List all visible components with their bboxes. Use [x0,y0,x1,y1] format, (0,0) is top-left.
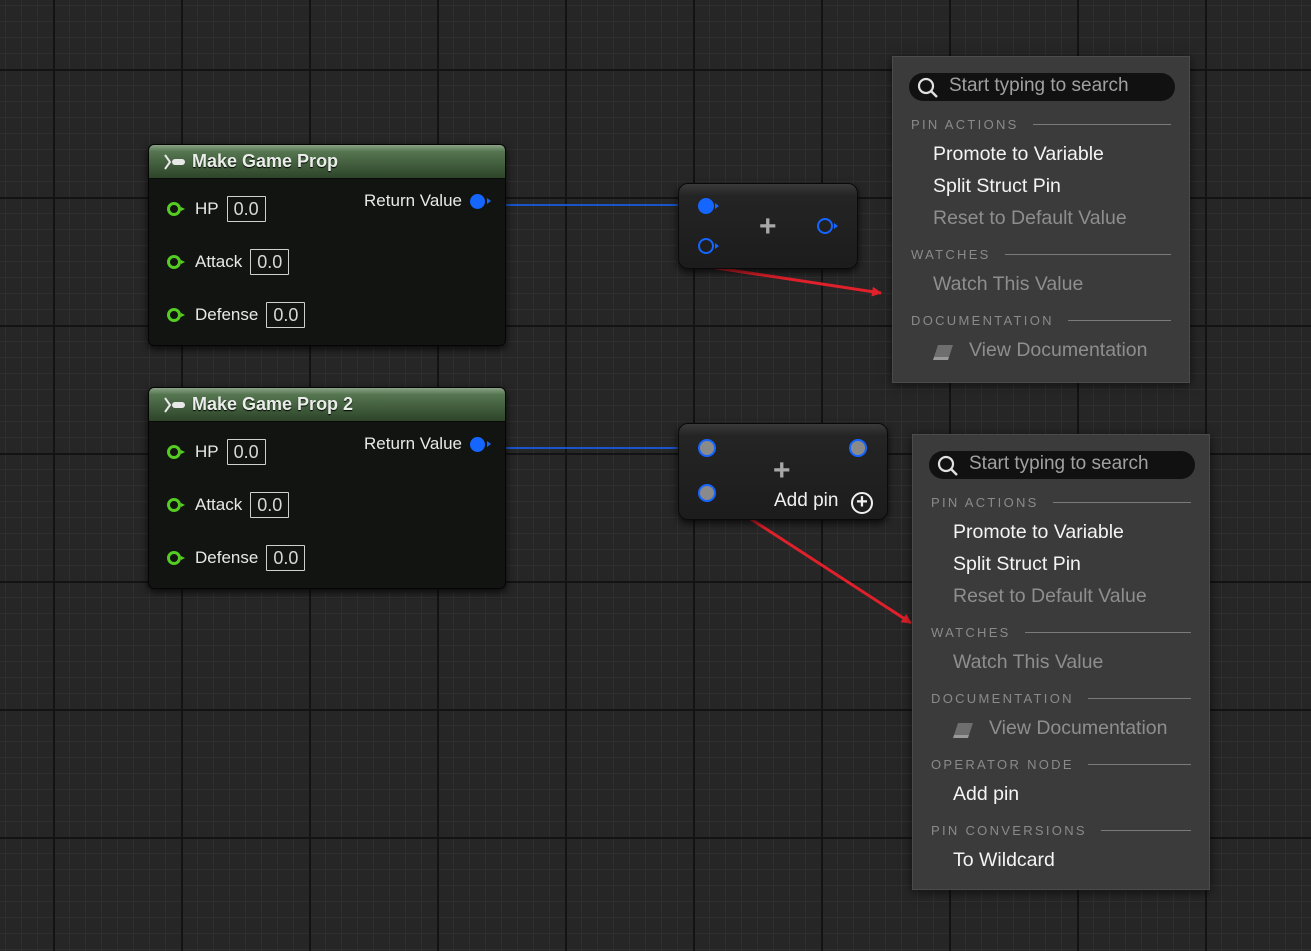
documentation-book-icon [953,723,973,738]
watch-this-value-item[interactable]: Watch This Value [933,273,1084,295]
make-game-prop-2-node[interactable]: Make Game Prop 2 HP 0.0 Attack 0.0 Defen… [148,387,506,589]
search-placeholder: Start typing to search [949,75,1129,96]
pin-row-hp: HP 0.0 [167,437,266,467]
struct-output-pin[interactable] [470,436,491,452]
pin-label: Attack [195,495,243,514]
view-documentation-item[interactable]: View Documentation [989,717,1168,739]
section-label: OPERATOR NODE [931,756,1074,772]
float-input-pin[interactable] [167,255,185,269]
section-pin-actions: PIN ACTIONS [931,494,1191,510]
section-divider [1087,697,1191,699]
pin-row-defense: Defense 0.0 [167,300,306,330]
operator-input-pin-b[interactable] [698,484,716,502]
split-struct-pin-item[interactable]: Split Struct Pin [953,553,1081,575]
section-label: WATCHES [911,246,991,262]
menu-search-box[interactable]: Start typing to search [929,451,1195,479]
split-struct-pin-item[interactable]: Split Struct Pin [933,175,1061,197]
section-watches: WATCHES [931,624,1191,640]
promote-to-variable-item[interactable]: Promote to Variable [933,143,1104,165]
pin-label: Attack [195,252,243,271]
attack-value-field[interactable]: 0.0 [250,249,290,275]
add-pin-label[interactable]: Add pin [774,490,839,511]
return-value-label: Return Value [364,434,462,453]
defense-value-field[interactable]: 0.0 [266,302,306,328]
pin-label: Defense [195,548,259,567]
section-label: WATCHES [931,624,1011,640]
section-divider [1024,631,1191,633]
section-label: PIN CONVERSIONS [931,822,1087,838]
section-pin-conversions: PIN CONVERSIONS [931,822,1191,838]
annotation-arrow-1 [709,265,882,297]
promote-to-variable-item[interactable]: Promote to Variable [953,521,1124,543]
search-icon [917,77,938,98]
reset-to-default-item[interactable]: Reset to Default Value [933,207,1127,229]
section-label: DOCUMENTATION [931,690,1074,706]
add-operator-symbol: + [759,210,777,243]
search-icon [937,455,958,476]
return-value-row: Return Value [364,434,491,454]
make-struct-icon [164,397,185,413]
add-operator-symbol: + [773,454,791,487]
to-wildcard-item[interactable]: To Wildcard [953,849,1055,871]
pin-row-defense: Defense 0.0 [167,543,306,573]
float-input-pin[interactable] [167,202,185,216]
reset-to-default-item[interactable]: Reset to Default Value [953,585,1147,607]
defense-value-field[interactable]: 0.0 [266,545,306,571]
hp-value-field[interactable]: 0.0 [226,196,266,222]
section-label: DOCUMENTATION [911,312,1054,328]
pin-row-attack: Attack 0.0 [167,490,290,520]
node-header[interactable]: Make Game Prop 2 [149,388,505,422]
section-watches: WATCHES [911,246,1171,262]
menu-search-box[interactable]: Start typing to search [909,73,1175,101]
documentation-book-icon [933,345,953,360]
struct-output-pin[interactable] [470,193,491,209]
node-header[interactable]: Make Game Prop [149,145,505,179]
pin-context-menu-1: Start typing to search PIN ACTIONS Promo… [892,56,1190,383]
section-label: PIN ACTIONS [911,116,1019,132]
section-documentation: DOCUMENTATION [931,690,1191,706]
section-divider [1067,319,1171,321]
float-input-pin[interactable] [167,445,185,459]
add-operator-node-2[interactable]: + Add pin + [678,423,888,520]
node-title: Make Game Prop [192,151,339,171]
hp-value-field[interactable]: 0.0 [226,439,266,465]
float-input-pin[interactable] [167,498,185,512]
add-operator-node-1[interactable]: + [678,183,858,269]
section-divider [1032,123,1171,125]
node-title: Make Game Prop 2 [192,394,354,414]
operator-output-pin[interactable] [817,218,838,234]
section-label: PIN ACTIONS [931,494,1039,510]
section-pin-actions: PIN ACTIONS [911,116,1171,132]
view-documentation-item[interactable]: View Documentation [969,339,1148,361]
section-divider [1087,763,1191,765]
pin-label: Defense [195,305,259,324]
operator-input-pin-a[interactable] [698,439,716,457]
section-operator-node: OPERATOR NODE [931,756,1191,772]
search-placeholder: Start typing to search [969,453,1149,474]
pin-row-attack: Attack 0.0 [167,247,290,277]
add-pin-item[interactable]: Add pin [953,783,1020,805]
pin-label: HP [195,442,219,461]
attack-value-field[interactable]: 0.0 [250,492,290,518]
operator-input-pin-a[interactable] [698,198,719,214]
section-documentation: DOCUMENTATION [911,312,1171,328]
pin-label: HP [195,199,219,218]
float-input-pin[interactable] [167,551,185,565]
watch-this-value-item[interactable]: Watch This Value [953,651,1104,673]
return-value-label: Return Value [364,191,462,210]
pin-context-menu-2: Start typing to search PIN ACTIONS Promo… [912,434,1210,890]
operator-output-pin[interactable] [849,439,867,457]
operator-input-pin-b[interactable] [698,238,719,254]
add-pin-plus-icon[interactable]: + [851,492,873,514]
section-divider [1004,253,1171,255]
section-divider [1100,829,1191,831]
make-struct-icon [164,154,185,170]
make-game-prop-node[interactable]: Make Game Prop HP 0.0 Attack 0.0 Defense… [148,144,506,346]
section-divider [1052,501,1191,503]
float-input-pin[interactable] [167,308,185,322]
return-value-row: Return Value [364,191,491,211]
pin-row-hp: HP 0.0 [167,194,266,224]
